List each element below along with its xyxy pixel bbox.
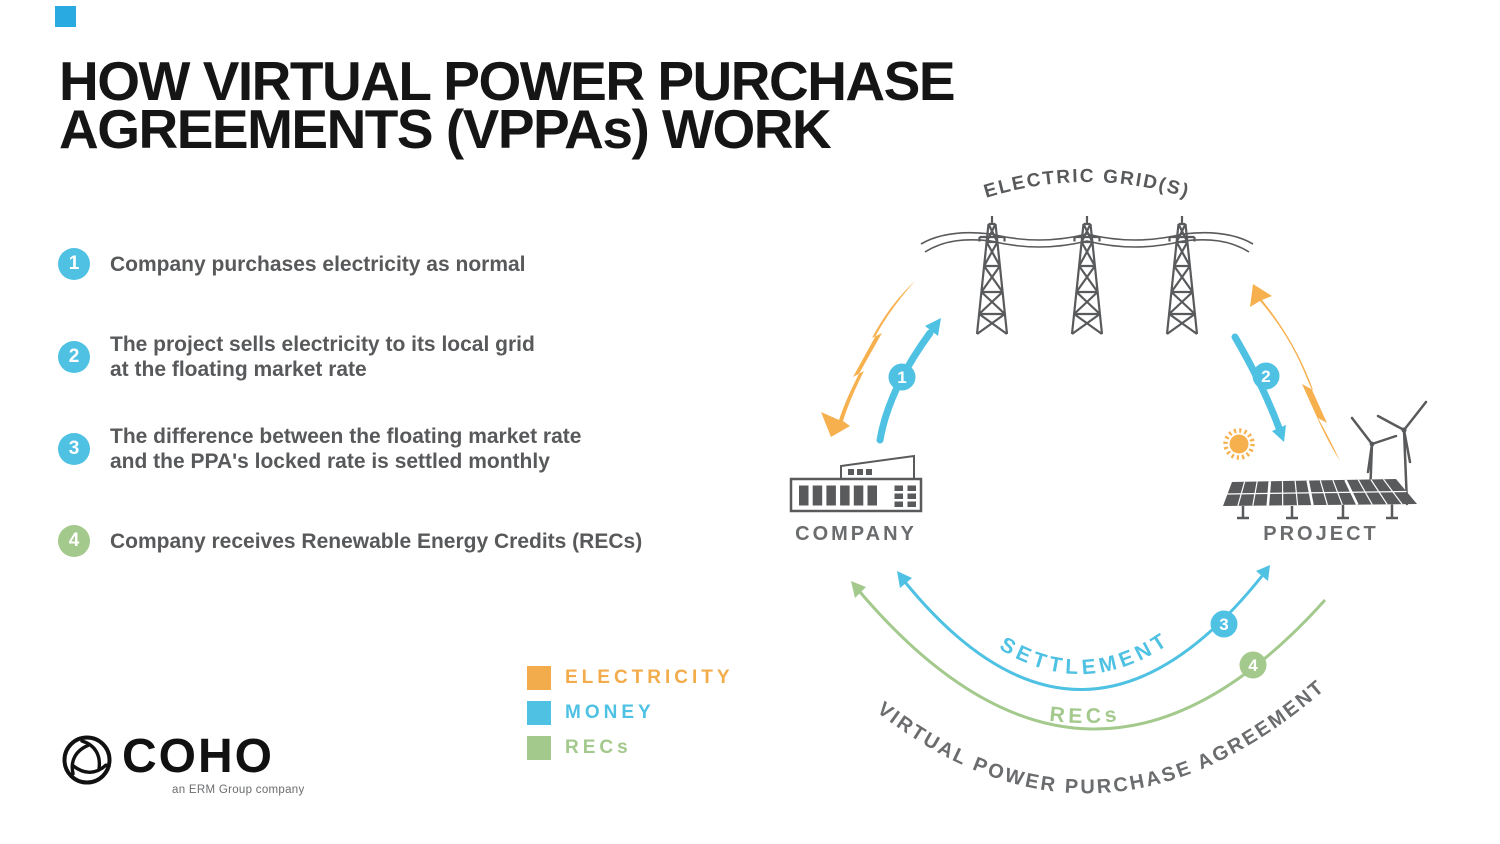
coho-logo-tagline: an ERM Group company (172, 784, 305, 796)
electric-grid-label: ELECTRIC GRID(S) (982, 166, 1193, 203)
step-2-text: The project sells electricity to its loc… (110, 333, 535, 381)
recs-arc-label: RECs (1049, 703, 1122, 728)
step-3-badge: 3 (58, 433, 90, 465)
coho-logo-text: COHO (122, 730, 274, 783)
project-label: PROJECT (1263, 523, 1378, 545)
diagram-badge-1: 1 (888, 363, 916, 391)
step-1-badge: 1 (58, 248, 90, 280)
recs-label: RECs (565, 737, 632, 758)
svg-text:1: 1 (897, 368, 906, 387)
money-swatch (527, 701, 551, 725)
company-label: COMPANY (795, 523, 917, 545)
page-title: HOW VIRTUAL POWER PURCHASE AGREEMENTS (V… (59, 50, 956, 160)
step-1-text: Company purchases electricity as normal (110, 252, 526, 276)
legend-money: MONEY (527, 701, 655, 725)
electricity-bolt-right (1250, 284, 1340, 461)
svg-text:4: 4 (1248, 656, 1258, 675)
step-4: 4 Company receives Renewable Energy Cred… (58, 525, 642, 557)
page-title-line1: HOW VIRTUAL POWER PURCHASE (59, 50, 956, 112)
step-3-text: The difference between the floating mark… (110, 425, 582, 473)
step-2-badge: 2 (58, 341, 90, 373)
step-3: 3 The difference between the floating ma… (58, 424, 581, 474)
settlement-label: SETTLEMENT (996, 627, 1174, 679)
accent-square (55, 6, 76, 27)
diagram-badge-3: 3 (1210, 610, 1238, 638)
money-label: MONEY (565, 702, 655, 723)
step-4-badge: 4 (58, 525, 90, 557)
svg-text:3: 3 (1219, 615, 1228, 634)
electricity-label: ELECTRICITY (565, 667, 734, 688)
vppa-label: VIRTUAL POWER PURCHASE AGREEMENT (873, 675, 1330, 798)
coho-logo-icon (62, 735, 112, 785)
diagram-badge-2: 2 (1252, 362, 1280, 390)
electricity-swatch (527, 666, 551, 690)
step-1: 1 Company purchases electricity as norma… (58, 248, 526, 280)
money-arrow-2 (1231, 333, 1286, 442)
diagram-badge-4: 4 (1239, 651, 1267, 679)
recs-swatch (527, 736, 551, 760)
legend-electricity: ELECTRICITY (527, 666, 734, 690)
page-title-line2: AGREEMENTS (VPPAs) WORK (59, 98, 832, 160)
step-4-text: Company receives Renewable Energy Credit… (110, 529, 643, 553)
wind-turbines-icon (1350, 400, 1428, 506)
solar-panel-icon (1223, 478, 1417, 520)
company-icon (789, 454, 923, 513)
sun-icon (1223, 428, 1255, 460)
legend-recs: RECs (527, 736, 632, 760)
step-2: 2 The project sells electricity to its l… (58, 332, 535, 382)
svg-text:2: 2 (1261, 367, 1270, 386)
electricity-bolt-left (821, 281, 915, 437)
